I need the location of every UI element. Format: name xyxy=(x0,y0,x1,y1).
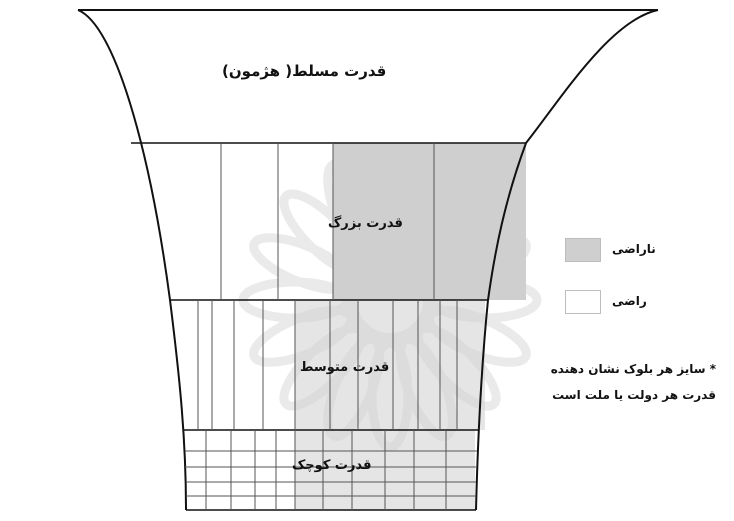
legend-satisfied-swatch xyxy=(565,290,601,314)
legend-dissatisfied-label: ناراضی xyxy=(612,242,656,256)
note-line-2: قدرت هر دولت یا ملت است xyxy=(552,388,716,402)
hegemon-label: قدرت مسلط( هژمون) xyxy=(222,62,387,80)
funnel-left-curve xyxy=(77,9,187,511)
small-power-label: قدرت کوچک xyxy=(292,458,372,473)
legend-dissatisfied-swatch xyxy=(565,238,601,262)
legend-satisfied-label: راضی xyxy=(612,294,647,308)
funnel-right-curve xyxy=(475,9,659,511)
block-size-note: * سایز هر بلوک نشان دهنده قدرت هر دولت ی… xyxy=(526,356,716,408)
note-line-1: * سایز هر بلوک نشان دهنده xyxy=(550,362,716,376)
middle-power-blocks xyxy=(197,300,458,430)
middle-power-label: قدرت متوسط xyxy=(300,360,390,375)
small-power-blocks xyxy=(185,430,477,510)
middle-power-shade xyxy=(295,300,485,430)
great-power-shade xyxy=(333,143,526,300)
great-power-blocks xyxy=(220,143,435,300)
great-power-label: قدرت بزرگ xyxy=(328,216,403,231)
